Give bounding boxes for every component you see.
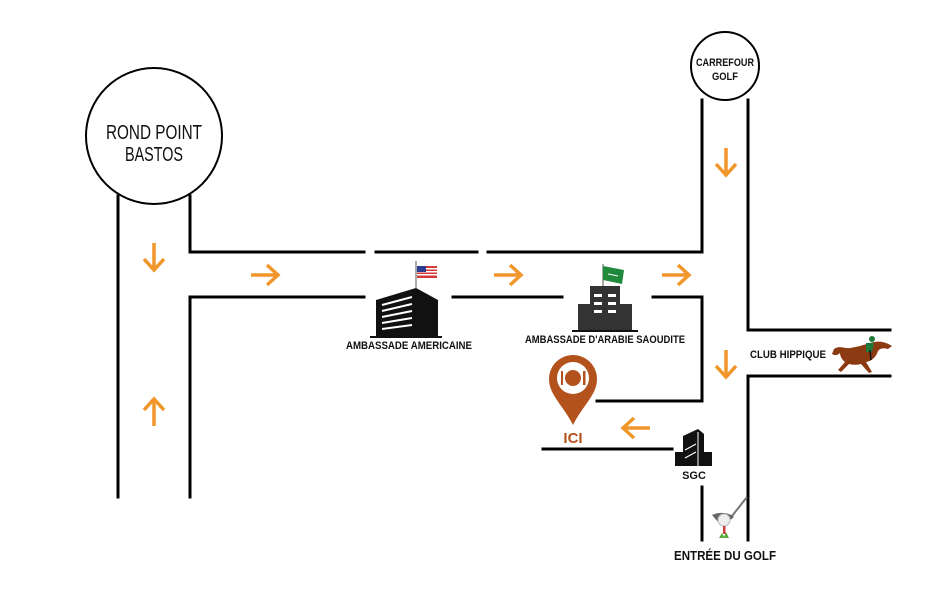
us-embassy-building-icon bbox=[370, 288, 442, 338]
sgc-building-icon bbox=[675, 429, 712, 466]
carrefour-label-line2: GOLF bbox=[712, 71, 738, 83]
sgc-label: SGC bbox=[682, 470, 706, 482]
carrefour-golf: CARREFOUR GOLF bbox=[690, 31, 760, 101]
arrow-down-icon bbox=[714, 148, 738, 178]
arrow-right-icon bbox=[251, 263, 281, 287]
arrow-right-icon bbox=[494, 263, 524, 287]
direction-arrows bbox=[142, 148, 738, 440]
us-embassy-label: AMBASSADE AMERICAINE bbox=[346, 340, 472, 352]
club-hippique: CLUB HIPPIQUE bbox=[750, 336, 892, 373]
arrow-right-icon bbox=[662, 263, 692, 287]
rond-point-circle bbox=[85, 67, 223, 205]
carrefour-circle bbox=[690, 31, 760, 101]
rond-point-bastos: ROND POINT BASTOS bbox=[85, 67, 223, 205]
us-embassy: AMBASSADE AMERICAINE bbox=[346, 261, 472, 352]
golf-entrance-label: ENTRÉE DU GOLF bbox=[674, 548, 776, 563]
destination-pin: ICI bbox=[549, 355, 597, 447]
racehorse-icon bbox=[832, 336, 892, 373]
rond-point-label-line1: ROND POINT bbox=[106, 122, 202, 144]
arrow-up-icon bbox=[142, 396, 166, 426]
arrow-down-icon bbox=[714, 350, 738, 380]
restaurant-pin-icon bbox=[549, 355, 597, 425]
destination-label: ICI bbox=[563, 430, 582, 447]
saudi-embassy-label: AMBASSADE D'ARABIE SAOUDITE bbox=[525, 334, 685, 346]
saudi-flag-icon bbox=[602, 264, 624, 290]
golf-club-ball-icon bbox=[712, 496, 748, 538]
rond-point-label-line2: BASTOS bbox=[125, 144, 183, 166]
club-hippique-label: CLUB HIPPIQUE bbox=[750, 349, 826, 361]
arrow-left-icon bbox=[620, 416, 650, 440]
sgc: SGC bbox=[675, 429, 712, 482]
carrefour-label-line1: CARREFOUR bbox=[696, 57, 754, 69]
saudi-embassy: AMBASSADE D'ARABIE SAOUDITE bbox=[525, 264, 685, 346]
saudi-embassy-building-icon bbox=[572, 286, 638, 332]
roads bbox=[116, 98, 892, 542]
arrow-down-icon bbox=[142, 243, 166, 273]
golf-entrance: ENTRÉE DU GOLF bbox=[674, 496, 776, 563]
